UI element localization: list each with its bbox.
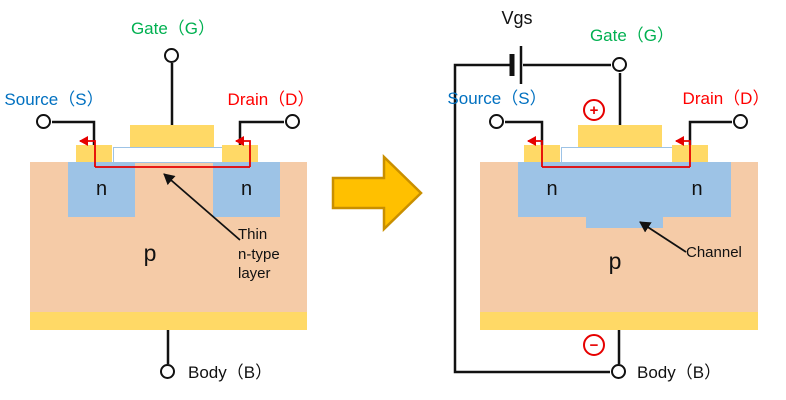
transition-arrow-icon: [331, 154, 423, 232]
p-label: p: [608, 248, 622, 274]
drain-label: Drain（D）: [682, 89, 770, 108]
source-terminal: [489, 114, 504, 129]
gate-terminal: [612, 57, 627, 72]
gate-oxide: [113, 147, 235, 163]
n-well-drain: n: [663, 162, 731, 217]
n-well-source: n: [518, 162, 586, 217]
drain-contact: [222, 145, 258, 162]
drain-contact: [672, 145, 708, 162]
n-label: n: [691, 178, 703, 200]
n-well-drain: n: [213, 162, 280, 217]
body-terminal: [611, 364, 626, 379]
thin-layer-annotation: Thin n-type layer: [238, 226, 280, 282]
source-contact: [76, 145, 112, 162]
n-well-source: n: [68, 162, 135, 217]
gate-terminal: [164, 48, 179, 63]
source-label: Source（S）: [447, 89, 547, 108]
plus-icon: +: [583, 99, 605, 121]
body-label: Body（B）: [188, 363, 273, 382]
inversion-channel: [586, 162, 663, 228]
drain-terminal: [733, 114, 748, 129]
drain-terminal: [285, 114, 300, 129]
gate-label: Gate（G）: [130, 19, 216, 38]
n-label: n: [95, 178, 108, 200]
battery-icon: [509, 46, 523, 84]
source-terminal: [36, 114, 51, 129]
gate-electrode: [578, 125, 662, 147]
body-contact-strip: [480, 312, 758, 330]
minus-icon: −: [583, 334, 605, 356]
source-label: Source（S）: [4, 90, 104, 109]
gate-electrode: [130, 125, 214, 147]
body-contact-strip: [30, 312, 307, 330]
body-terminal: [160, 364, 175, 379]
n-label: n: [546, 178, 558, 200]
gate-oxide: [561, 147, 683, 163]
body-label: Body（B）: [637, 363, 722, 382]
source-contact: [524, 145, 560, 162]
p-label: p: [143, 240, 157, 266]
drain-label: Drain（D）: [227, 90, 315, 109]
gate-label: Gate（G）: [589, 26, 675, 45]
vgs-label: Vgs: [501, 8, 533, 28]
n-label: n: [240, 178, 253, 200]
channel-annotation: Channel: [686, 244, 742, 261]
